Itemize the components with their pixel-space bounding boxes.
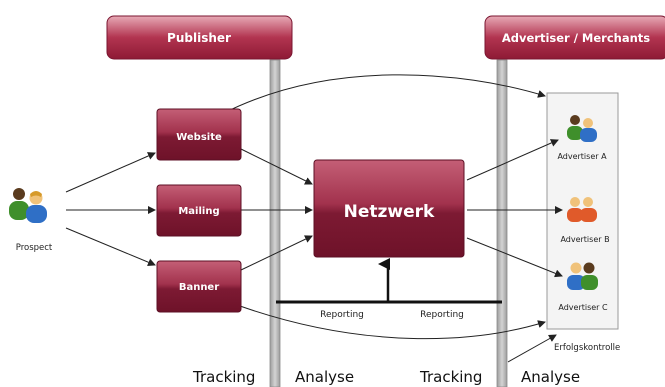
footer-tracking-2: Tracking <box>419 368 482 386</box>
mailing-box: Mailing <box>156 184 242 237</box>
prospect-to-banner-arrow <box>65 227 156 267</box>
advertiser-b-icon <box>567 197 597 222</box>
advertiser-a-icon <box>567 115 597 142</box>
advertiser-pillar <box>496 59 508 387</box>
website-label: Website <box>176 132 222 143</box>
footer-analyse-1: Analyse <box>295 368 354 386</box>
advertiser-c-icon <box>567 262 598 290</box>
network-to-advertiser-a-arrow <box>466 139 559 181</box>
footer-analyse-2: Analyse <box>521 368 580 386</box>
prospect-label: Prospect <box>16 243 53 253</box>
erfolgskontrolle-arrow <box>507 334 557 363</box>
advertiser-b-label: Advertiser B <box>560 235 609 244</box>
network-box: Netzwerk <box>313 159 465 258</box>
advertiser-header: Advertiser / Merchants <box>484 15 665 60</box>
reporting-right-label: Reporting <box>420 310 464 320</box>
banner-label: Banner <box>179 282 219 293</box>
publisher-header: Publisher <box>106 15 293 60</box>
network-label: Netzwerk <box>344 202 435 222</box>
website-to-network-arrow <box>240 148 313 185</box>
banner-box: Banner <box>156 260 242 313</box>
footer-tracking-1: Tracking <box>192 368 255 386</box>
website-box: Website <box>156 108 242 161</box>
erfolgskontrolle-label: Erfolgskontrolle <box>554 343 620 353</box>
banner-to-advertiser-arrow <box>239 305 546 340</box>
advertiser-c-label: Advertiser C <box>558 303 608 312</box>
reporting-left-label: Reporting <box>320 310 364 320</box>
website-to-advertiser-arrow <box>223 74 546 114</box>
publisher-header-label: Publisher <box>167 31 231 45</box>
prospect-to-website-arrow <box>65 152 156 193</box>
publisher-pillar <box>269 59 281 387</box>
banner-to-network-arrow <box>240 235 313 271</box>
network-to-advertiser-c-arrow <box>466 237 563 278</box>
advertiser-header-label: Advertiser / Merchants <box>502 31 650 45</box>
advertiser-a-label: Advertiser A <box>557 152 607 161</box>
people-icon <box>9 188 47 223</box>
mailing-label: Mailing <box>178 206 219 217</box>
